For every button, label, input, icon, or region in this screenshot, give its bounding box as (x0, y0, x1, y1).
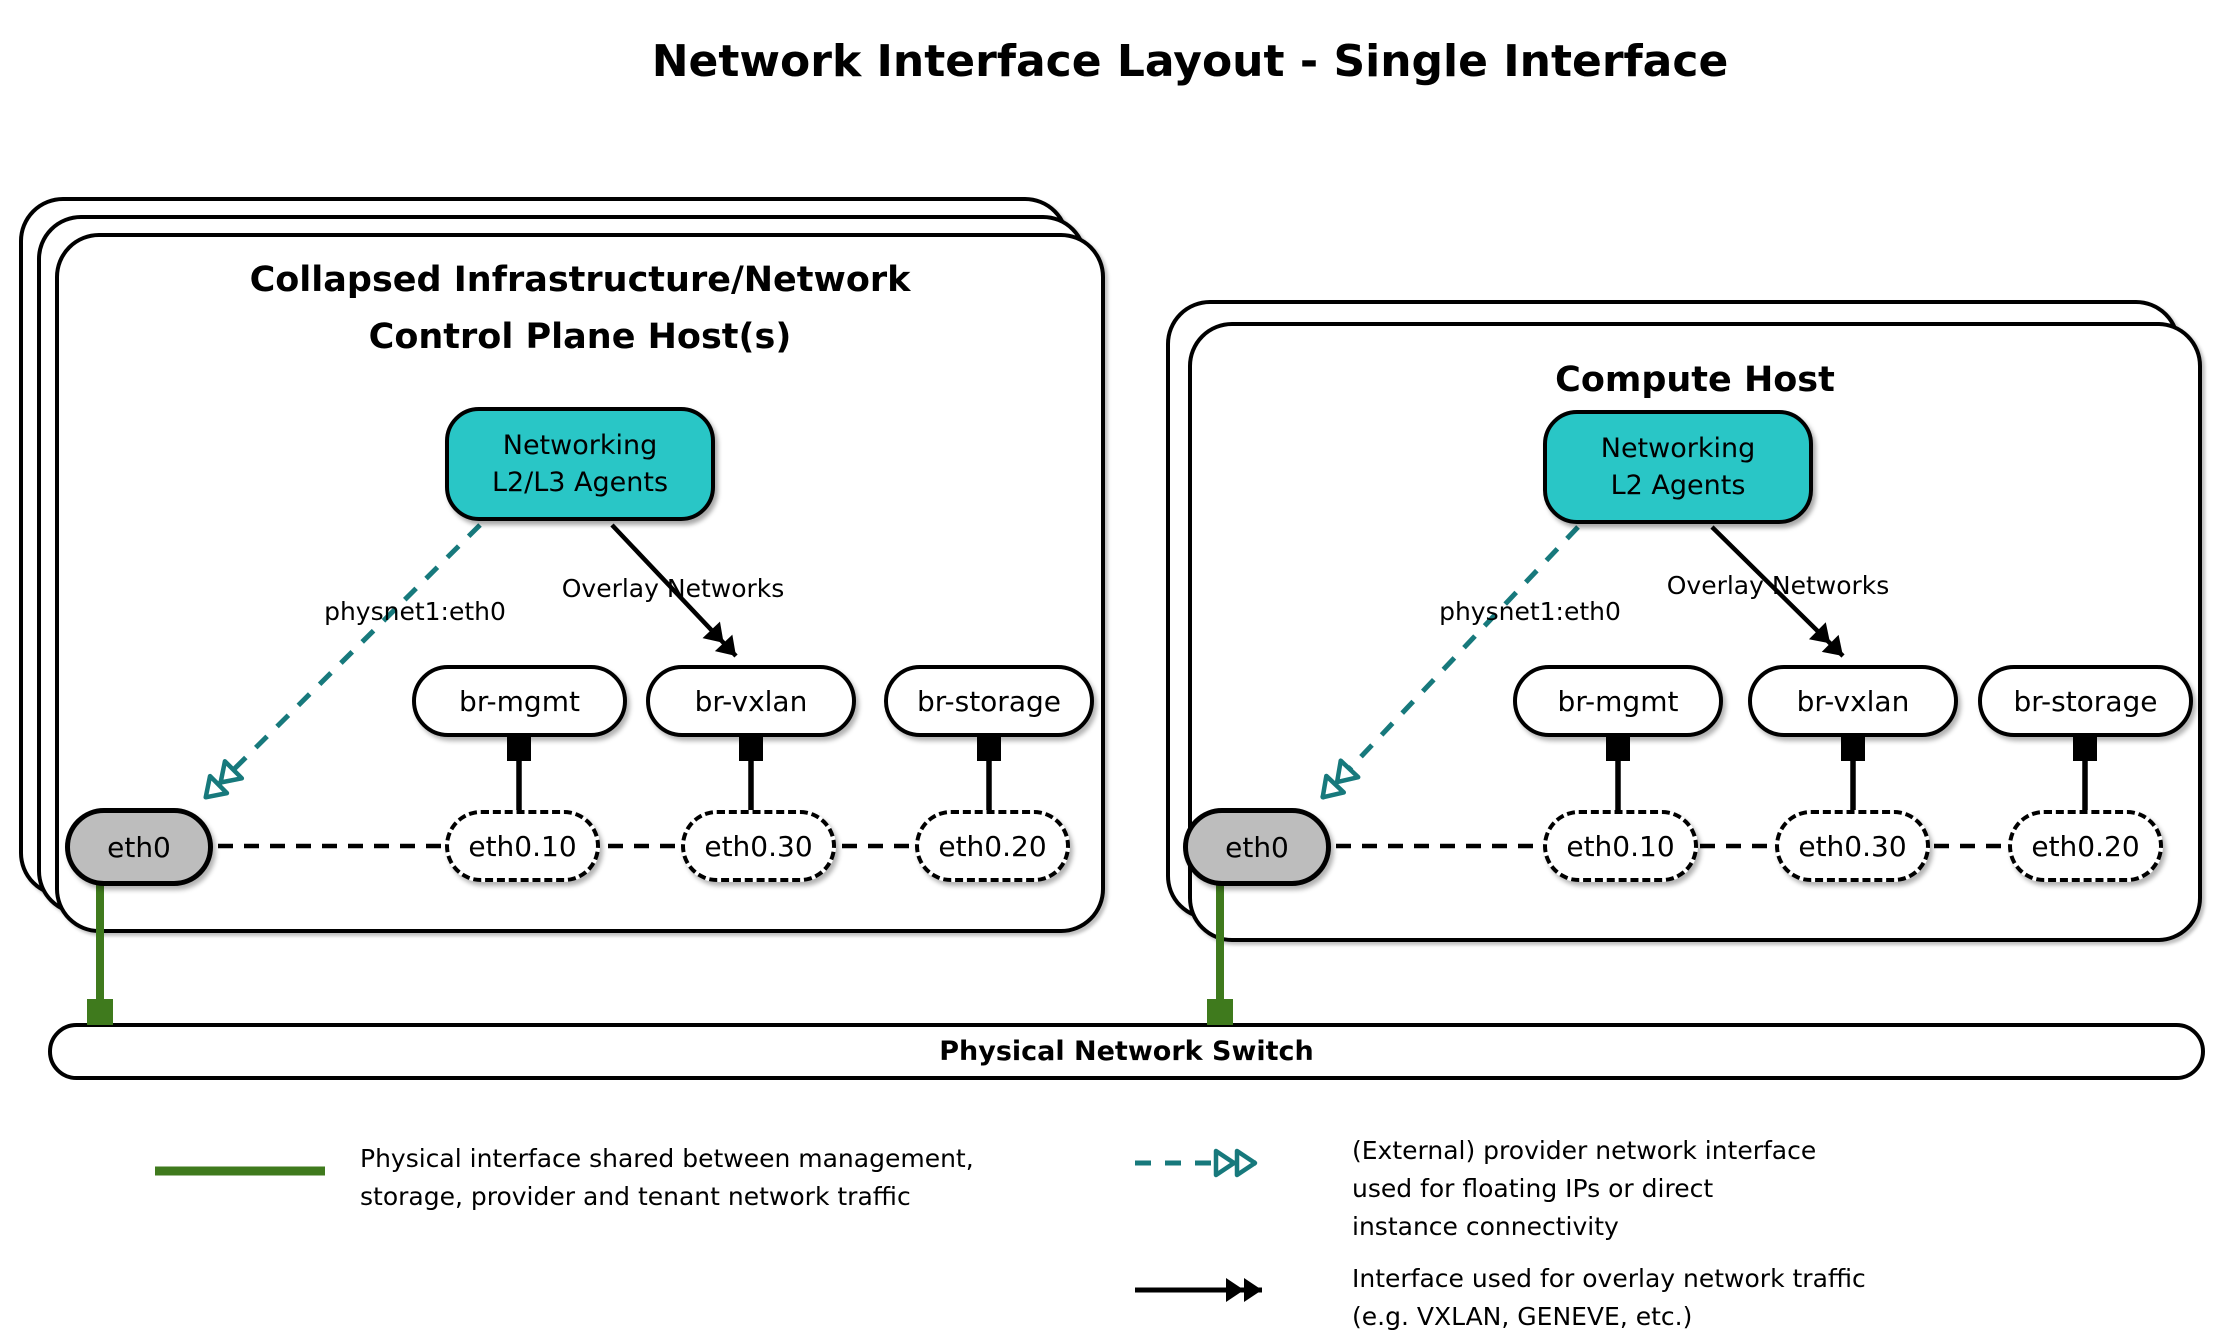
legend-entry-physical-interface: Physical interface shared between manage… (360, 1140, 974, 1216)
physical-link-connector-square-icon (87, 999, 113, 1025)
vlan-interface-node: eth0.20 (915, 810, 1070, 882)
legend-entry-overlay-network: Interface used for overlay network traff… (1352, 1260, 1866, 1336)
agent-label-line: Networking (1600, 432, 1756, 464)
legend-text-line: Physical interface shared between manage… (360, 1144, 974, 1173)
legend-text-line: used for floating IPs or direct (1352, 1174, 1714, 1203)
vlan-interface-node: eth0.10 (1543, 810, 1698, 882)
provider-arrow-label: physnet1:eth0 (324, 597, 506, 626)
physical-interface-node-eth0: eth0 (65, 808, 213, 886)
diagram-title: Network Interface Layout - Single Interf… (651, 36, 1729, 87)
host-title-line: Compute Host (1555, 360, 1835, 400)
legend-entry-provider-network: (External) provider network interface us… (1352, 1132, 1816, 1246)
bridge-node-br-mgmt: br-mgmt (412, 665, 627, 737)
overlay-arrow-label: Overlay Networks (561, 574, 785, 603)
control-plane-host-title: Collapsed Infrastructure/Network Control… (250, 252, 911, 365)
provider-arrow-label: physnet1:eth0 (1439, 597, 1621, 626)
switch-label: Physical Network Switch (939, 1036, 1314, 1067)
legend-text-line: instance connectivity (1352, 1212, 1619, 1241)
agent-label-line: L2/L3 Agents (491, 467, 669, 498)
bridge-node-br-storage: br-storage (884, 665, 1094, 737)
physical-network-switch: Physical Network Switch (48, 1023, 2205, 1080)
vlan-interface-node: eth0.10 (445, 810, 600, 882)
bridge-node-br-storage: br-storage (1978, 665, 2193, 737)
legend-text-line: (External) provider network interface (1352, 1136, 1817, 1165)
host-title-line: Collapsed Infrastructure/Network (249, 260, 911, 300)
vlan-interface-node: eth0.30 (681, 810, 836, 882)
physical-link-connector-square-icon (1207, 999, 1233, 1025)
networking-agents-node: Networking L2/L3 Agents (445, 407, 715, 521)
bridge-node-br-vxlan: br-vxlan (646, 665, 856, 737)
vlan-interface-node: eth0.30 (1775, 810, 1930, 882)
compute-host-title: Compute Host (1555, 352, 1835, 409)
agent-label-line: Networking (502, 429, 658, 461)
host-title-line: Control Plane Host(s) (368, 316, 792, 357)
physical-interface-node-eth0: eth0 (1183, 808, 1331, 886)
legend-text-line: storage, provider and tenant network tra… (360, 1182, 911, 1211)
bridge-node-br-mgmt: br-mgmt (1513, 665, 1723, 737)
legend-text-line: Interface used for overlay network traff… (1352, 1264, 1866, 1293)
overlay-arrow-label: Overlay Networks (1666, 571, 1890, 600)
legend-text-line: (e.g. VXLAN, GENEVE, etc.) (1352, 1302, 1693, 1331)
vlan-interface-node: eth0.20 (2008, 810, 2163, 882)
agent-label-line: L2 Agents (1610, 470, 1746, 501)
bridge-node-br-vxlan: br-vxlan (1748, 665, 1958, 737)
networking-agents-node: Networking L2 Agents (1543, 410, 1813, 524)
